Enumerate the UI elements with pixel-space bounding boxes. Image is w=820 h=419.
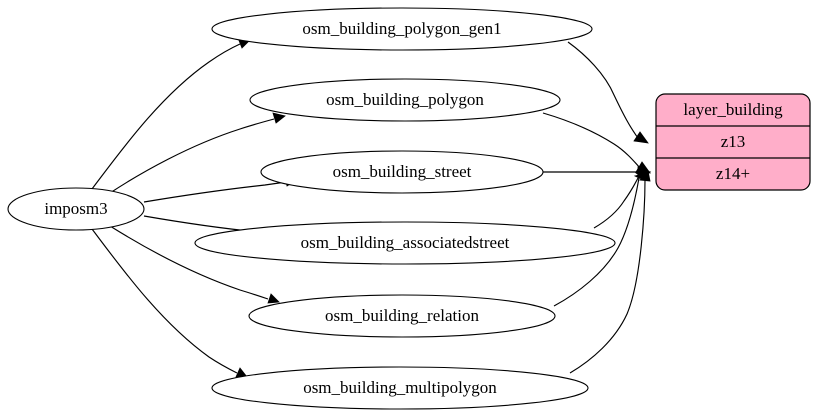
node-osm-building-polygon-gen1-label: osm_building_polygon_gen1 bbox=[302, 19, 501, 38]
node-osm-building-polygon-gen1[interactable]: osm_building_polygon_gen1 bbox=[211, 7, 593, 51]
record-row-layer-name: layer_building bbox=[683, 100, 783, 119]
node-osm-building-polygon-shape[interactable] bbox=[249, 78, 561, 122]
node-osm-building-polygon-label: osm_building_polygon bbox=[326, 90, 484, 109]
node-osm-building-street-label: osm_building_street bbox=[333, 162, 472, 181]
node-osm-building-associatedstreet[interactable]: osm_building_associatedstreet bbox=[194, 221, 616, 265]
edge-osm-building-polygon-gen1-to-z13 bbox=[567, 41, 649, 144]
node-osm-building-polygon-gen1-shape[interactable] bbox=[211, 7, 593, 51]
node-osm-building-associatedstreet-label: osm_building_associatedstreet bbox=[301, 233, 510, 252]
node-osm-building-relation-label: osm_building_relation bbox=[325, 306, 479, 325]
node-osm-building-relation-shape[interactable] bbox=[248, 294, 556, 338]
node-osm-building-street-shape[interactable] bbox=[260, 150, 544, 194]
edge-group-tables-to-layer bbox=[542, 41, 652, 374]
record-row-z14plus[interactable]: z14+ bbox=[716, 164, 750, 183]
node-layer-building[interactable]: layer_building z13 z14+ bbox=[655, 93, 811, 191]
node-osm-building-polygon[interactable]: osm_building_polygon bbox=[249, 78, 561, 122]
node-osm-building-multipolygon-label: osm_building_multipolygon bbox=[303, 378, 497, 397]
edge-osm-building-street-to-z14plus bbox=[543, 166, 652, 178]
node-osm-building-relation[interactable]: osm_building_relation bbox=[248, 294, 556, 338]
edge-osm-building-polygon-to-z14plus bbox=[542, 112, 651, 174]
node-imposm3-shape[interactable] bbox=[7, 187, 145, 231]
node-imposm3[interactable]: imposm3 bbox=[7, 187, 145, 231]
node-osm-building-multipolygon[interactable]: osm_building_multipolygon bbox=[211, 366, 589, 410]
edge-imposm3-to-osm-building-relation bbox=[109, 225, 280, 304]
edge-osm-building-multipolygon-to-z14plus bbox=[569, 170, 651, 374]
node-osm-building-associatedstreet-shape[interactable] bbox=[194, 221, 616, 265]
edge-imposm3-to-osm-building-polygon-gen1 bbox=[91, 37, 251, 190]
node-osm-building-multipolygon-shape[interactable] bbox=[211, 366, 589, 410]
record-row-z13[interactable]: z13 bbox=[721, 132, 746, 151]
node-osm-building-street[interactable]: osm_building_street bbox=[260, 150, 544, 194]
node-layer-building-shape[interactable] bbox=[655, 93, 811, 191]
node-imposm3-label: imposm3 bbox=[44, 199, 107, 218]
edge-imposm3-to-osm-building-polygon bbox=[109, 112, 286, 194]
